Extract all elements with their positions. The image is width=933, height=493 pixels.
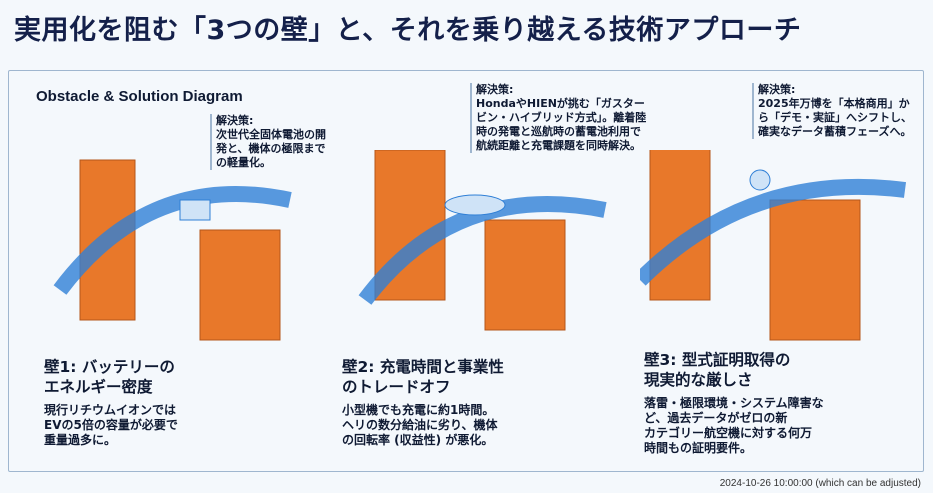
wall-title-line: エネルギー密度 [44, 378, 153, 396]
wall-body-3: 落雷・極限環境・システム障害な ど、過去データがゼロの新 カテゴリー航空機に対す… [644, 396, 824, 456]
wall-title-line: 壁2: 充電時間と事業性 [342, 358, 504, 376]
wall-body-line: 落雷・極限環境・システム障害な [644, 396, 824, 410]
wall-title-line: 壁1: バッテリーの [44, 358, 175, 376]
diagram-subtitle: Obstacle & Solution Diagram [36, 88, 243, 105]
solution-label: 解決策: [216, 114, 254, 127]
wall-title-line: 壁3: 型式証明取得の [644, 351, 791, 369]
solution-line: HondaやHIENが挑む「ガスター [476, 97, 645, 110]
wall-body-1: 現行リチウムイオンでは EVの5倍の容量が必要で 重量過多に。 [44, 403, 178, 448]
solution-line: 確実なデータ蓄積フェーズへ。 [758, 125, 912, 138]
wall-body-line: 重量過多に。 [44, 433, 117, 447]
diagram-frame [8, 70, 924, 472]
wall-body-line: ヘリの数分給油に劣り、機体 [342, 418, 498, 432]
wall-body-line: 小型機でも充電に約1時間。 [342, 403, 495, 417]
solution-line: 2025年万博を「本格商用」か [758, 97, 910, 110]
wall-bridge-illustration-2 [358, 150, 607, 331]
timestamp: 2024-10-26 10:00:00 (which can be adjust… [719, 478, 921, 489]
wall-title-line: のトレードオフ [342, 378, 451, 396]
solution-line: ビン・ハイブリッド方式」。離着陸 [476, 111, 647, 124]
page-title: 実用化を阻む「3つの壁」と、それを乗り越える技術アプローチ [14, 15, 802, 46]
solution-line: 時の発電と巡航時の蓄電池利用で [476, 125, 641, 138]
solution-line: 発と、機体の極限まで [216, 142, 326, 155]
wall-body-line: 現行リチウムイオンでは [44, 403, 177, 417]
wall-bridge-illustration-3 [640, 150, 907, 341]
wall-body-line: の回転率 (収益性) が悪化。 [342, 433, 494, 447]
wall-body-line: 時間もの証明要件。 [644, 441, 753, 455]
solution-label: 解決策: [476, 83, 514, 96]
solution-note-1: 解決策: 次世代全固体電池の開 発と、機体の極限まで の軽量化。 [210, 114, 326, 170]
solution-line: 次世代全固体電池の開 [216, 128, 326, 141]
wall-title-line: 現実的な厳しさ [644, 371, 753, 389]
wall-title-3: 壁3: 型式証明取得の 現実的な厳しさ [644, 350, 790, 390]
solution-note-2: 解決策: HondaやHIENが挑む「ガスター ビン・ハイブリッド方式」。離着陸… [470, 83, 646, 153]
solution-label: 解決策: [758, 83, 796, 96]
solution-line: 航続距離と充電課題を同時解決。 [476, 139, 641, 152]
solution-note-3: 解決策: 2025年万博を「本格商用」か ら「デモ・実証」へシフトし、 確実なデ… [752, 83, 912, 139]
wall-title-2: 壁2: 充電時間と事業性 のトレードオフ [342, 357, 504, 397]
wall-body-line: EVの5倍の容量が必要で [44, 418, 178, 432]
wall-body-line: ど、過去データがゼロの新 [644, 411, 788, 425]
wall-title-1: 壁1: バッテリーの エネルギー密度 [44, 357, 175, 397]
solution-line: の軽量化。 [216, 156, 271, 169]
wall-bridge-illustration-1 [53, 159, 292, 341]
wall-body-2: 小型機でも充電に約1時間。 ヘリの数分給油に劣り、機体 の回転率 (収益性) が… [342, 403, 498, 448]
wall-body-line: カテゴリー航空機に対する何万 [644, 426, 813, 440]
solution-line: ら「デモ・実証」へシフトし、 [758, 111, 912, 124]
